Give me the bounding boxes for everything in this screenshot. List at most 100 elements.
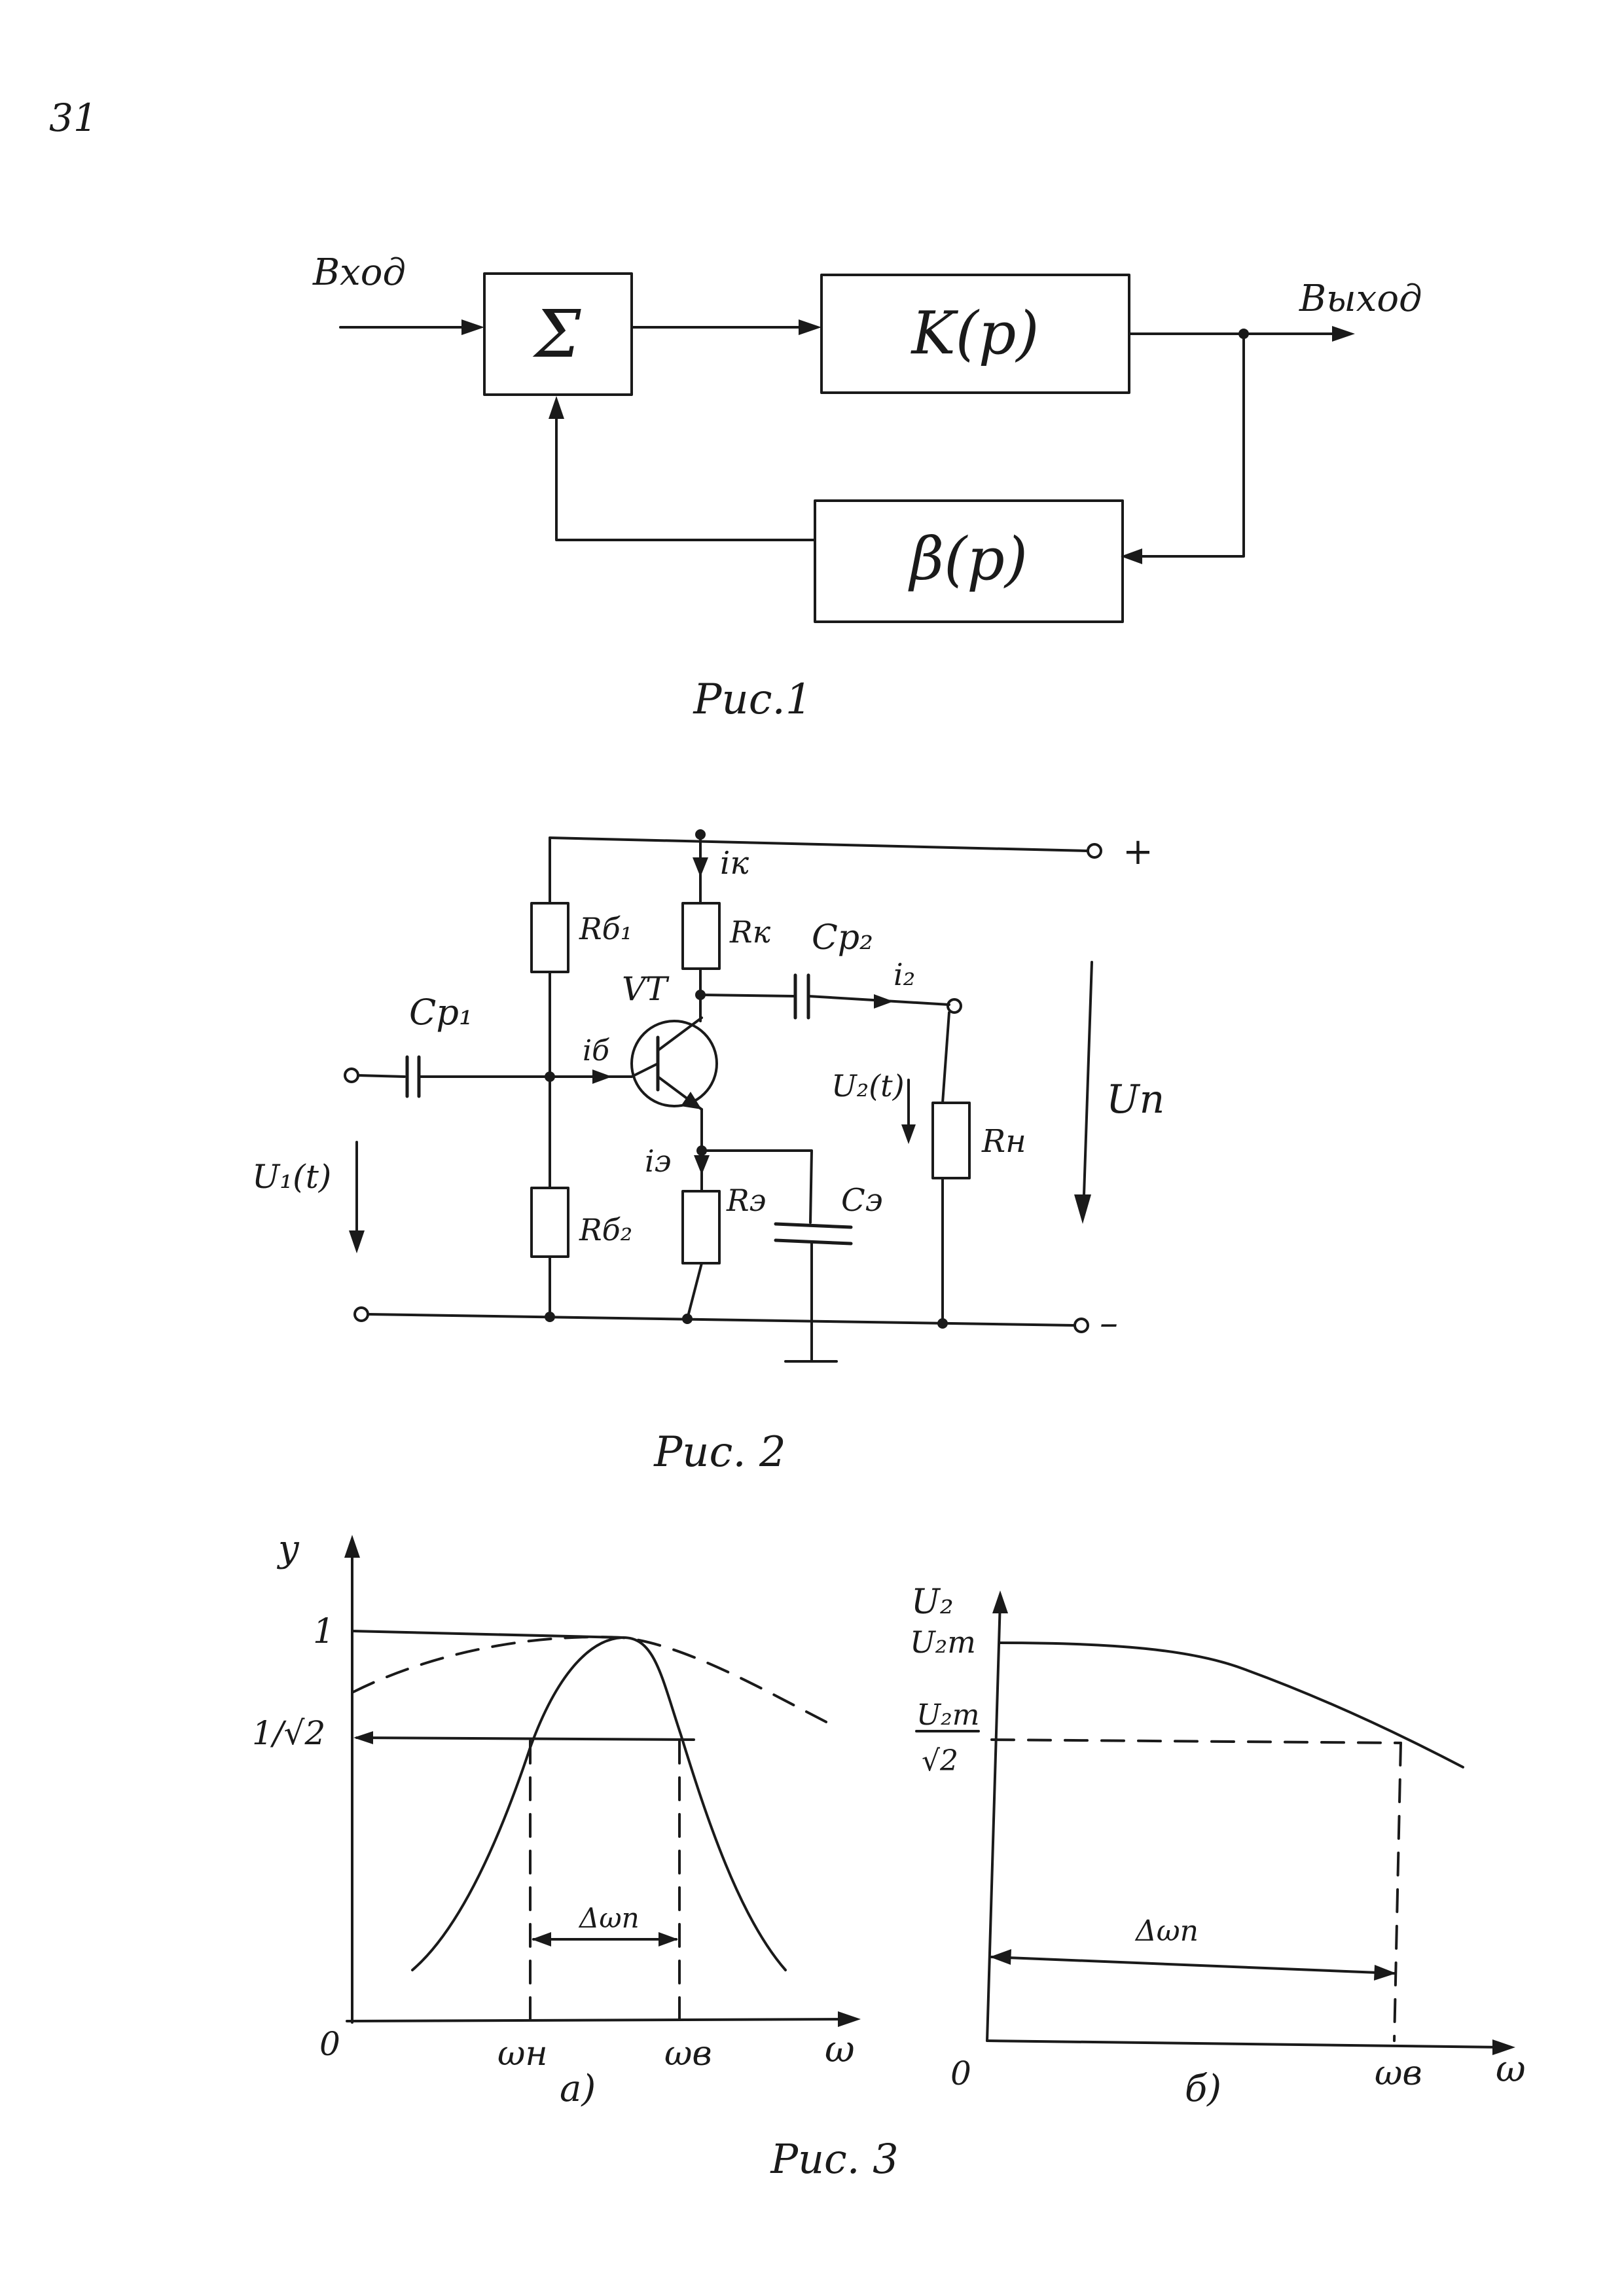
rb1-label: Rб₁ (579, 911, 632, 946)
band-b-arrowhead-left (990, 1949, 1011, 1965)
ce-top-wire (700, 1149, 813, 1224)
u1-label: U₁(t) (252, 1158, 331, 1196)
ie-arrowhead (694, 1155, 710, 1175)
band-a-label: Δωп (578, 1902, 640, 1934)
band-b-arrow-line (990, 1956, 1396, 1975)
input-terminal (344, 1067, 359, 1083)
input-wire (357, 1074, 406, 1078)
fig3b-x-axis (986, 2039, 1507, 2049)
rb2-label: Rб₂ (579, 1212, 632, 1247)
figure-3a-resonance-curve: y 1 1/√2 0 Δωп ωн ωв ω а) (252, 1528, 861, 2110)
fig3b-origin: 0 (950, 2054, 971, 2092)
fig3a-tick-inv-sqrt2: 1/√2 (252, 1714, 325, 1752)
ib-arrowhead (592, 1069, 612, 1084)
forward-block-label: K(p) (910, 299, 1039, 368)
fig3b-wv-label: ωв (1375, 2054, 1422, 2093)
rk-label: Rк (729, 914, 771, 950)
rk-rail-node (695, 829, 706, 840)
fig3a-origin: 0 (319, 2025, 340, 2063)
u1-arrowhead (349, 1230, 365, 1253)
fig3a-wv-label: ωв (664, 2034, 712, 2073)
fig3b-x-label: ω (1496, 2048, 1526, 2090)
cp1-label: Cр₁ (409, 992, 473, 1033)
i2-arrowhead (874, 994, 893, 1009)
un-label: Uп (1106, 1077, 1164, 1122)
u2-arrowhead (901, 1124, 916, 1144)
resistor-rn (931, 1102, 971, 1179)
transistor-body (630, 1020, 718, 1107)
fig3b-u2m-denominator: √2 (922, 1744, 958, 1778)
input-arrowhead (461, 319, 484, 335)
fig3b-x-arrowhead (1492, 2039, 1515, 2055)
input-ground-terminal (353, 1306, 369, 1322)
resistor-rk (681, 902, 721, 970)
ground-rail (367, 1313, 1076, 1327)
fig3b-u2m-label: U₂m (910, 1624, 976, 1660)
fig1-caption: Рис.1 (693, 675, 812, 724)
figure-2-circuit: + – Rб₁ Rб₂ Cр₁ iб VT (252, 829, 1164, 1477)
fig3a-x-label: ω (825, 2028, 855, 2071)
fig3a-y-arrowhead (344, 1535, 360, 1558)
collector-to-cp2-wire (699, 994, 795, 997)
minus-sign: – (1100, 1302, 1118, 1344)
fig3a-tick-1: 1 (313, 1612, 334, 1651)
fig3a-x-axis (346, 2018, 852, 2022)
level-u2m-over-sqrt2-dashed (990, 1738, 1402, 1744)
ik-arrowhead (693, 857, 708, 877)
figure-1-block-diagram: Вход Σ K(p) Выход β(p) Рис.1 (312, 251, 1422, 724)
positive-rail (549, 836, 1088, 852)
page-number: 31 (49, 96, 98, 140)
fig3a-wn-label: ωн (497, 2034, 548, 2073)
positive-terminal (1087, 843, 1102, 859)
ib-label: iб (583, 1034, 609, 1067)
amplitude-response-curve (999, 1641, 1464, 1768)
negative-terminal (1074, 1318, 1089, 1333)
u2-label: U₂(t) (831, 1068, 905, 1103)
transistor-collector-lead (657, 1016, 703, 1052)
resistor-re (681, 1190, 721, 1265)
fig3a-sub-label: а) (560, 2068, 596, 2110)
cp2-label: Cр₂ (812, 918, 873, 958)
plus-sign: + (1123, 831, 1153, 873)
output-terminal (947, 998, 962, 1014)
rb2-ground-node (545, 1312, 555, 1322)
re-ground-node (682, 1314, 693, 1324)
envelope-dashed-curve (352, 1636, 839, 1729)
fig1-input-label: Вход (312, 251, 406, 294)
fig3b-y-arrowhead (992, 1590, 1008, 1613)
ce-label: Cэ (841, 1182, 883, 1219)
sum-symbol: Σ (533, 296, 582, 372)
fig2-caption: Рис. 2 (653, 1428, 786, 1477)
re-bottom-wire (686, 1262, 703, 1320)
resonance-curve (411, 1636, 787, 1971)
band-a-arrowhead-left (532, 1932, 551, 1946)
rn-top-wire (941, 1011, 950, 1104)
rn-label: Rн (981, 1123, 1026, 1160)
fig3b-u2m-numerator: U₂m (916, 1698, 979, 1732)
level-inv-sqrt2-line (355, 1736, 695, 1741)
ie-label: iэ (645, 1143, 671, 1179)
summator-block (483, 272, 633, 396)
resistor-rb2 (530, 1187, 569, 1258)
figure-3b-frequency-response: U₂ U₂m U₂m √2 0 Δωп ωв ω б) (910, 1583, 1526, 2110)
wv-b-dashed-marker (1393, 1742, 1402, 2042)
fig3a-y-label: y (276, 1528, 300, 1570)
supply-voltage-arrow-line (1082, 961, 1093, 1215)
fig3b-y-axis (986, 1599, 1001, 2042)
band-b-arrowhead-right (1374, 1965, 1396, 1981)
ce-plate-bottom (774, 1238, 853, 1246)
band-a-arrowhead-right (659, 1932, 678, 1946)
level-inv-sqrt2-arrowhead (353, 1731, 373, 1744)
re-label: Rэ (726, 1183, 766, 1218)
fig3a-x-arrowhead (838, 2011, 861, 2027)
fig3b-sub-label: б) (1185, 2068, 1221, 2110)
transistor-base-lead (630, 1062, 659, 1078)
feedback-arrowhead (1121, 548, 1142, 564)
resistor-rb1 (530, 902, 569, 973)
feedback-block (814, 499, 1124, 623)
fig3b-y-label: U₂ (911, 1583, 954, 1622)
i2-label: i₂ (893, 957, 915, 992)
feedback-path-left (555, 401, 816, 541)
fig3-caption: Рис. 3 (770, 2135, 898, 2183)
